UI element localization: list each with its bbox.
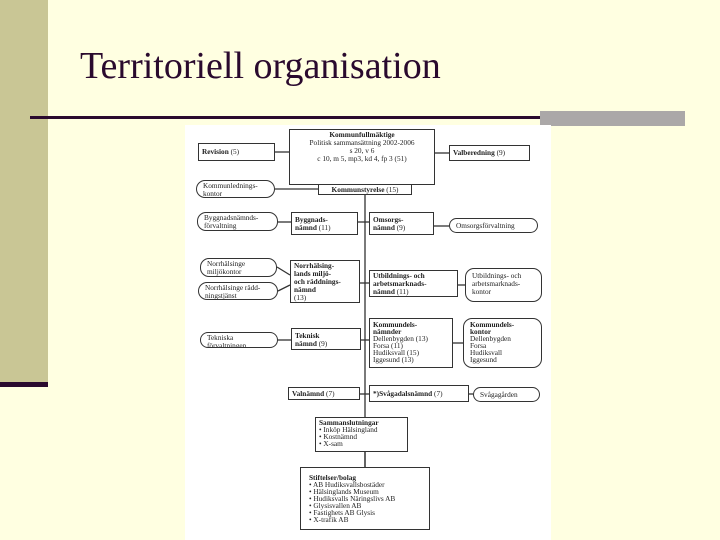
node-title: Kommunfullmäktige bbox=[329, 130, 395, 139]
node-text: • AB Hudiksvallsbostäder • Hälsinglands … bbox=[309, 480, 396, 524]
node-text: Utbildnings- och arbetsmarknads- kontor bbox=[472, 271, 522, 296]
node-text: (11) bbox=[316, 223, 331, 232]
node-text: Politisk sammansättning 2002-2006 s 20, … bbox=[309, 138, 415, 163]
node-text: Svågagården bbox=[480, 390, 518, 399]
node-text: (7) bbox=[324, 389, 335, 398]
node-title: Kommunstyrelse bbox=[331, 185, 385, 194]
node-text: Dellenbygden Forsa Hudiksvall Iggesund bbox=[470, 333, 511, 364]
node-text: Kommunlednings- kontor bbox=[203, 181, 258, 198]
org-node-kommunstyrelse: Kommunstyrelse (15) bbox=[318, 184, 412, 195]
node-title: *)Svågadalsnämnd bbox=[373, 389, 433, 398]
org-node-miljonamnd: Norrhälsing- lands miljö- och räddnings-… bbox=[290, 260, 360, 303]
org-node-utbildningsnamnd: Utbildnings- och arbetsmarknads- nämnd (… bbox=[369, 270, 458, 297]
node-text: (9) bbox=[316, 339, 328, 348]
node-text: Dellenbygden (13) Forsa (11) Hudiksvall … bbox=[373, 333, 428, 364]
org-node-omsorgsnamnd: Omsorgs- nämnd (9) bbox=[369, 212, 434, 235]
node-title: Kommundels- nämnder bbox=[373, 320, 418, 336]
org-node-teknisknamnd: Teknisk nämnd (9) bbox=[291, 328, 361, 350]
node-title: Valberedning bbox=[453, 148, 495, 157]
org-node-kommundelskontor: Kommundels- kontor Dellenbygden Forsa Hu… bbox=[463, 318, 542, 368]
node-title: Revision bbox=[202, 147, 229, 156]
node-text: (13) bbox=[294, 293, 307, 302]
node-title: Omsorgs- nämnd bbox=[373, 215, 404, 232]
node-title: Byggnads- nämnd bbox=[295, 215, 328, 232]
org-node-tekniskforvaltning: Tekniska förvaltningen bbox=[200, 332, 278, 348]
node-text: (5) bbox=[228, 147, 240, 156]
org-node-byggnamnd: Byggnads- nämnd (11) bbox=[291, 212, 358, 235]
node-text: (15) bbox=[384, 185, 399, 194]
org-node-stiftelser: Stiftelser/bolag • AB Hudiksvallsbostäde… bbox=[300, 467, 430, 530]
slide-sidebar-footer-bar bbox=[0, 382, 48, 387]
node-text: (9) bbox=[394, 223, 406, 232]
node-text: (9) bbox=[494, 148, 506, 157]
org-node-valnamnd: Valnämnd (7) bbox=[288, 387, 360, 400]
node-text: Norrhälsinge miljökontor bbox=[207, 259, 246, 276]
node-text: (11) bbox=[394, 287, 409, 296]
node-title: Sammanslutningar bbox=[319, 418, 379, 427]
org-node-omsorgsforvaltning: Omsorgsförvaltning bbox=[449, 218, 538, 233]
node-title: Kommundels- kontor bbox=[470, 320, 515, 336]
node-text: • Inköp Hälsingland • Kostnämnd • X-sam bbox=[319, 425, 378, 448]
org-node-svagagarden: Svågagården bbox=[473, 387, 540, 402]
node-title: Teknisk nämnd bbox=[295, 331, 320, 348]
org-node-valberedning: Valberedning (9) bbox=[449, 145, 530, 161]
title-divider bbox=[30, 116, 685, 119]
org-chart: Kommunfullmäktige Politisk sammansättnin… bbox=[185, 125, 551, 540]
node-title: Utbildnings- och arbetsmarknads- nämnd bbox=[373, 271, 427, 296]
node-title: Stiftelser/bolag bbox=[309, 473, 357, 482]
org-node-kommunledningskontor: Kommunlednings- kontor bbox=[196, 180, 275, 198]
org-node-revision: Revision (5) bbox=[198, 143, 275, 161]
org-node-utbildningskontor: Utbildnings- och arbetsmarknads- kontor bbox=[465, 268, 542, 302]
node-title: Norrhälsing- lands miljö- och räddnings-… bbox=[294, 261, 341, 294]
org-node-sammanslutningar: Sammanslutningar • Inköp Hälsingland • K… bbox=[315, 417, 408, 452]
org-node-svagadalsnamnd: *)Svågadalsnämnd (7) bbox=[369, 385, 469, 402]
node-text: Omsorgsförvaltning bbox=[456, 221, 515, 230]
org-node-kommunfullmaktige: Kommunfullmäktige Politisk sammansättnin… bbox=[289, 129, 435, 185]
node-title: Valnämnd bbox=[292, 389, 325, 398]
slide-title: Territoriell organisation bbox=[80, 45, 441, 87]
org-node-miljokontor: Norrhälsinge miljökontor bbox=[200, 258, 277, 277]
slide-sidebar-decoration bbox=[0, 0, 48, 382]
connector-raddning bbox=[277, 284, 291, 292]
node-text: Norrhälsinge rädd- ningstjänst bbox=[205, 283, 261, 300]
node-text: Byggnadsnämnds- förvaltning bbox=[204, 213, 259, 230]
connector-miljokontor bbox=[276, 266, 291, 276]
org-node-byggforvaltning: Byggnadsnämnds- förvaltning bbox=[197, 212, 278, 231]
node-text: (7) bbox=[432, 389, 443, 398]
node-text: Tekniska förvaltningen bbox=[207, 333, 247, 348]
org-node-kommundelsnamnder: Kommundels- nämnder Dellenbygden (13) Fo… bbox=[369, 318, 453, 368]
org-node-raddningstjanst: Norrhälsinge rädd- ningstjänst bbox=[198, 282, 278, 300]
title-divider-accent bbox=[540, 111, 685, 126]
